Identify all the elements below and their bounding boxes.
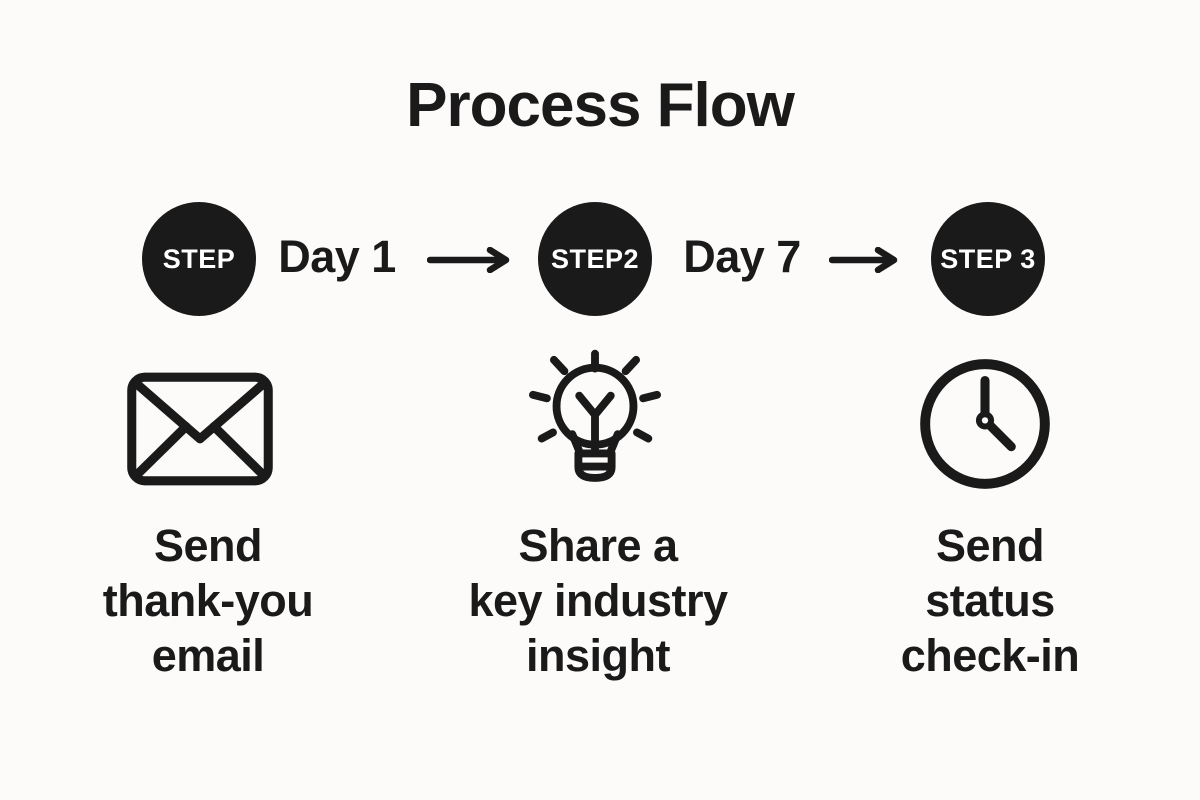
caption-line: check-in (900, 630, 1080, 681)
step-2-badge-label: STEP2 (550, 243, 640, 274)
lightbulb-icon (525, 345, 665, 498)
step-1-badge-label: STEP (162, 243, 236, 274)
step-2-badge: STEP2 (538, 202, 652, 316)
envelope-icon (126, 371, 274, 487)
step-3-badge-label: STEP 3 (940, 243, 1036, 274)
caption-line: email (151, 630, 265, 681)
step-3-caption: Send status check-in (825, 518, 1155, 683)
caption-line: Send (153, 520, 263, 571)
step-1-caption: Send thank-you email (43, 518, 373, 683)
step-1-badge: STEP (142, 202, 256, 316)
connector-2-label: Day 7 (683, 231, 801, 282)
connector-1-label: Day 1 (278, 231, 396, 282)
caption-line: insight (526, 630, 670, 681)
caption-line: Share a (518, 520, 678, 571)
caption-line: thank-you (102, 575, 314, 626)
step-3-badge: STEP 3 (931, 202, 1045, 316)
caption-line: key industry (468, 575, 728, 626)
step-2-caption: Share a key industry insight (433, 518, 763, 683)
arrow-right-icon (829, 247, 899, 273)
caption-line: status (925, 575, 1055, 626)
caption-line: Send (935, 520, 1045, 571)
page-title: Process Flow (406, 71, 795, 140)
arrow-right-icon (427, 247, 511, 273)
clock-icon (917, 356, 1053, 492)
